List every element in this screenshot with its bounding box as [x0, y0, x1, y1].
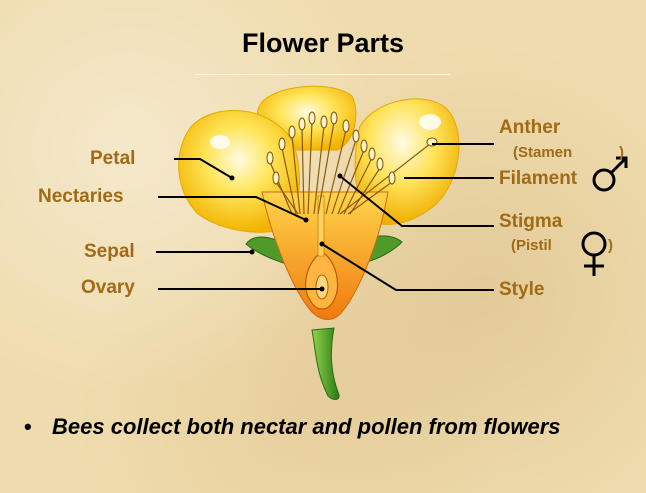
label-ovary: Ovary	[81, 277, 135, 299]
female-symbol-icon	[583, 233, 605, 276]
label-pistil-close: )	[608, 237, 613, 254]
label-nectaries: Nectaries	[38, 186, 124, 208]
male-symbol-icon	[594, 158, 626, 190]
label-anther: Anther	[499, 117, 560, 139]
label-stamen: (Stamen	[513, 144, 572, 161]
label-petal: Petal	[90, 148, 135, 170]
label-pistil: (Pistil	[511, 237, 552, 254]
bullet-text: Bees collect both nectar and pollen from…	[52, 412, 612, 442]
flower-stem	[312, 328, 339, 399]
bullet-marker: •	[24, 412, 32, 442]
label-sepal: Sepal	[84, 241, 135, 263]
label-stigma: Stigma	[499, 211, 562, 233]
label-filament: Filament	[499, 168, 577, 190]
label-style: Style	[499, 279, 544, 301]
label-stamen-close: )	[619, 144, 624, 161]
